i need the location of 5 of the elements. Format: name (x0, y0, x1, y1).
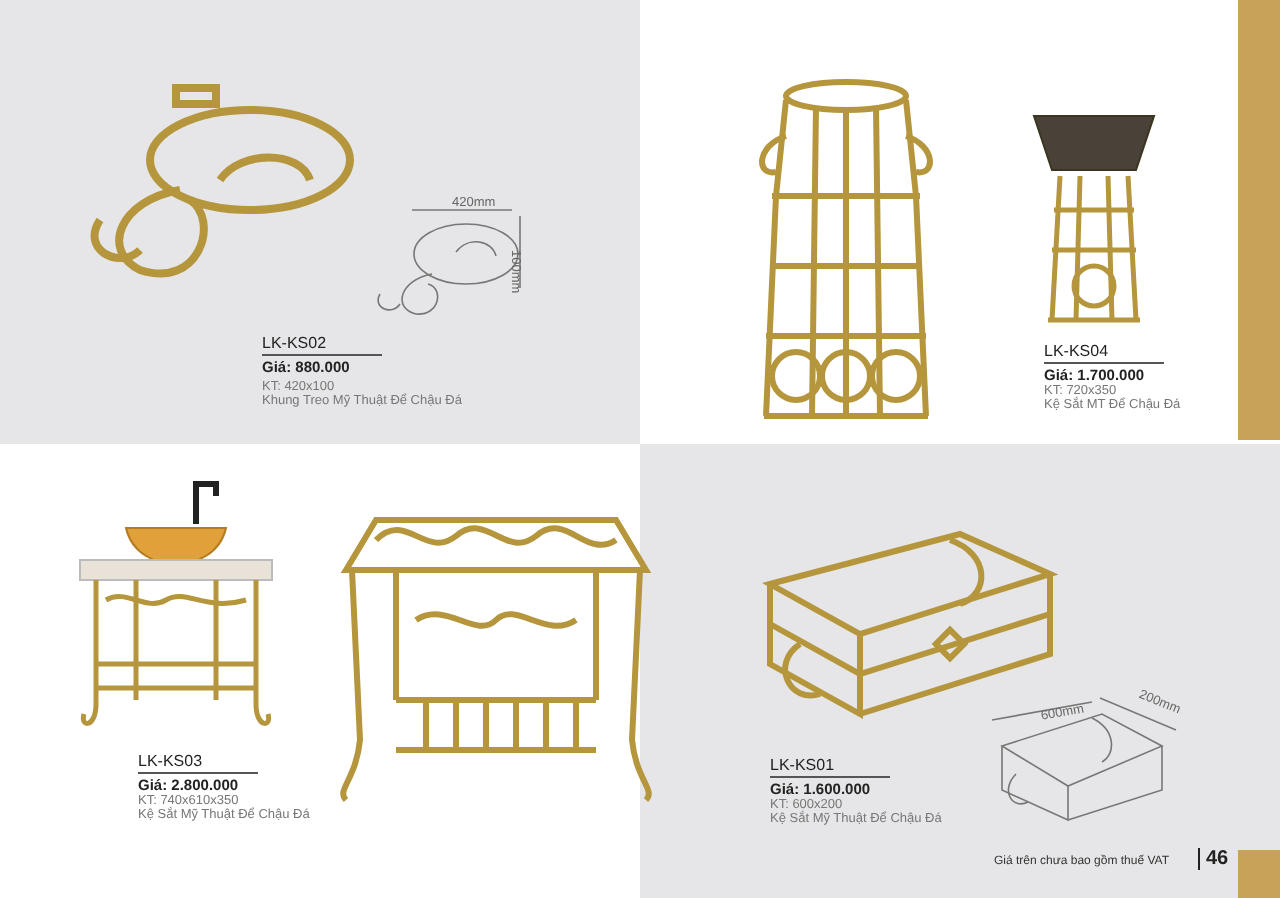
product-code: LK-KS02 (262, 336, 383, 356)
page-number: 46 (1198, 848, 1229, 870)
product-code: LK-KS01 (770, 758, 891, 778)
product-code: LK-KS04 (1044, 344, 1165, 364)
product-code: LK-KS03 (138, 754, 259, 774)
